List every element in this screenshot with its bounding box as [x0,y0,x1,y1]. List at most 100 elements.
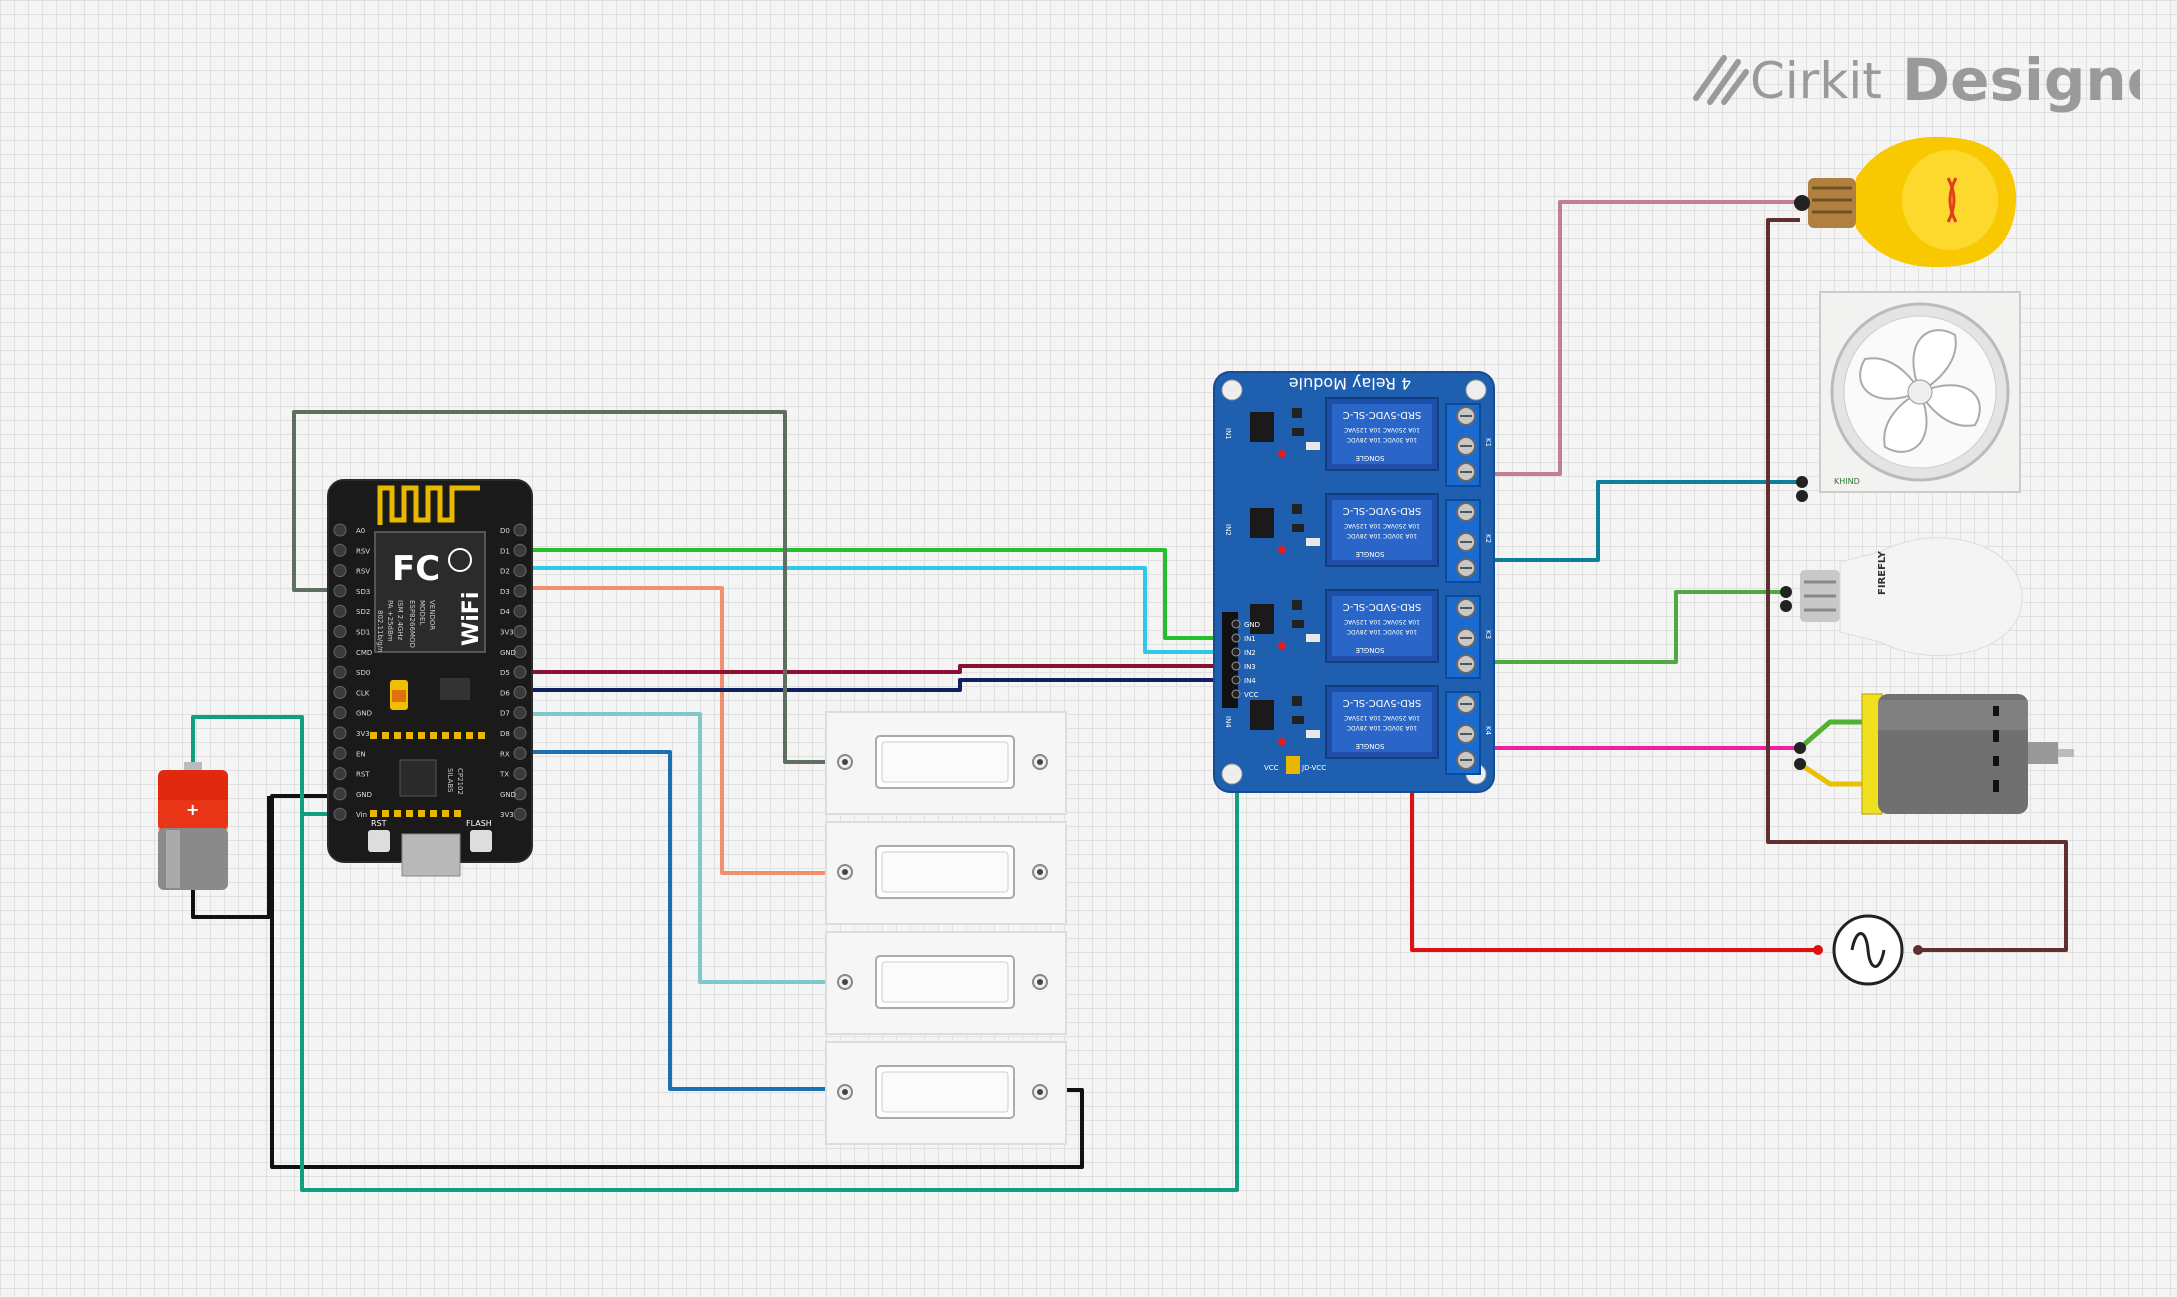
relay-rating-1: 10A 250VAC 10A 125VAC [1344,522,1420,529]
nodemcu-pin[interactable] [513,523,527,537]
wall-switch[interactable] [825,931,1067,1035]
nodemcu-pin[interactable] [513,665,527,679]
relay-model-label: SRD-5VDC-SL-C [1343,697,1421,708]
relay-terminal-label: K3 [1484,630,1492,639]
nodemcu-pin[interactable] [333,625,347,638]
nodemcu-pin[interactable] [333,564,347,578]
nodemcu-pin[interactable] [333,767,347,781]
nodemcu-pin[interactable] [513,625,527,638]
nodemcu-pin[interactable] [513,543,527,557]
cirkit-logo-icon [1693,55,1749,105]
nodemcu-pin[interactable] [333,604,347,618]
vcc-jumper[interactable] [1286,756,1300,774]
wall-switch[interactable] [825,1041,1067,1145]
incandescent-bulb[interactable] [1794,136,2017,268]
nodemcu-pin[interactable] [333,685,347,699]
battery[interactable]: + [158,762,228,890]
nodemcu-pin-label: SD3 [356,588,370,596]
nodemcu-pin[interactable] [513,767,527,781]
wire-a0-switch1[interactable] [292,410,845,764]
wire-vin-vcc[interactable] [300,694,1239,1192]
relay-header-pin[interactable] [1231,633,1241,643]
ac-power-source[interactable] [1813,914,1923,986]
relay-header-pin[interactable] [1231,675,1241,685]
wire-gnd-common[interactable] [270,794,1084,1169]
wire-rx-switch4[interactable] [520,750,845,1091]
relay-header-label: IN3 [1244,663,1256,671]
nodemcu-pin[interactable] [333,726,347,740]
relay-rating-2: 10A 30VDC 10A 28VDC [1347,532,1417,539]
relay-rating-1: 10A 250VAC 10A 125VAC [1344,426,1420,433]
led-bulb[interactable]: FIREFLY [1780,537,2023,656]
wire-d2-in2[interactable] [520,566,1235,654]
nodemcu-pin[interactable] [333,665,347,679]
relay-brand-label: SONGLE [1356,742,1385,750]
nodemcu-pin-label: RSV [356,547,370,555]
nodemcu-pin-label: TX [499,771,509,779]
wire-d3-switch2[interactable] [520,586,845,875]
relay-brand-label: SONGLE [1356,454,1385,462]
nodemcu-pin[interactable] [513,706,527,720]
wire-d6-in4[interactable] [520,678,1235,692]
relay-rating-2: 10A 30VDC 10A 28VDC [1347,724,1417,731]
wall-switch[interactable] [825,711,1067,815]
dc-motor[interactable] [1794,693,2074,815]
nodemcu-pin[interactable] [513,746,527,760]
exhaust-fan[interactable]: KHIND [1796,291,2021,502]
module-text-label: MODEL [418,600,426,625]
nodemcu-pin[interactable] [513,685,527,699]
nodemcu-pin[interactable] [513,564,527,578]
nodemcu-pin[interactable] [333,746,347,760]
module-text-group: ESP8266MOD MODEL VENDOR ISM 2.4GHz PA +2… [376,600,436,653]
nodemcu-pin-label: GND [356,791,372,799]
rst-button[interactable] [368,830,390,852]
nodemcu-pin[interactable] [513,787,527,801]
nodemcu-pin-label: D8 [500,730,510,738]
nodemcu-pin[interactable] [333,706,347,720]
wire-k3-ledbulb[interactable] [1468,590,1784,664]
relay-header-pin[interactable] [1231,647,1241,657]
nodemcu-pin[interactable] [333,523,347,537]
nodemcu-pin[interactable] [513,726,527,740]
sine-wave-icon [1850,932,1886,968]
nodemcu-board[interactable]: FC WiFi ESP8266MOD MODEL VENDOR ISM 2.4G… [327,479,533,877]
capacitor-orange [392,690,406,702]
wire-neutral-brown[interactable] [1766,218,2068,952]
micro-usb-port[interactable] [401,833,461,877]
nodemcu-pin-label: Vin [356,811,367,819]
relay-header-pin[interactable] [1231,689,1241,699]
relay-header-label: IN4 [1244,677,1256,685]
flash-button[interactable] [470,830,492,852]
nodemcu-pin[interactable] [513,604,527,618]
nodemcu-pin[interactable] [333,787,347,801]
relay-header-pin[interactable] [1231,619,1241,629]
nodemcu-pin-label: RX [500,750,510,758]
battery-plus-label: + [186,800,199,819]
relay-terminal-label: K1 [1484,438,1492,447]
wire-battery-negative[interactable] [191,796,271,919]
wire-k2-fan[interactable] [1468,480,1802,562]
nodemcu-pin[interactable] [513,807,527,821]
relay-header-label: GND [1244,621,1260,629]
nodemcu-pin[interactable] [333,645,347,659]
wire-d1-in1[interactable] [520,548,1235,640]
fan-brand-label: KHIND [1834,477,1860,486]
nodemcu-pin[interactable] [333,584,347,598]
wire-k1-bulb[interactable] [1468,200,1800,476]
relay-header-pin[interactable] [1231,661,1241,671]
wall-switch[interactable] [825,821,1067,925]
wire-battery-positive[interactable] [191,715,304,814]
module-text-protocol: 802.11b/g/n [376,610,384,653]
nodemcu-pin[interactable] [513,645,527,659]
relay-terminal-label: K4 [1484,726,1492,736]
wire-d7-switch3[interactable] [520,712,845,984]
nodemcu-pin[interactable] [333,807,347,821]
nodemcu-pin[interactable] [333,543,347,557]
nodemcu-pin[interactable] [513,584,527,598]
wire-d5-in3[interactable] [520,664,1235,674]
